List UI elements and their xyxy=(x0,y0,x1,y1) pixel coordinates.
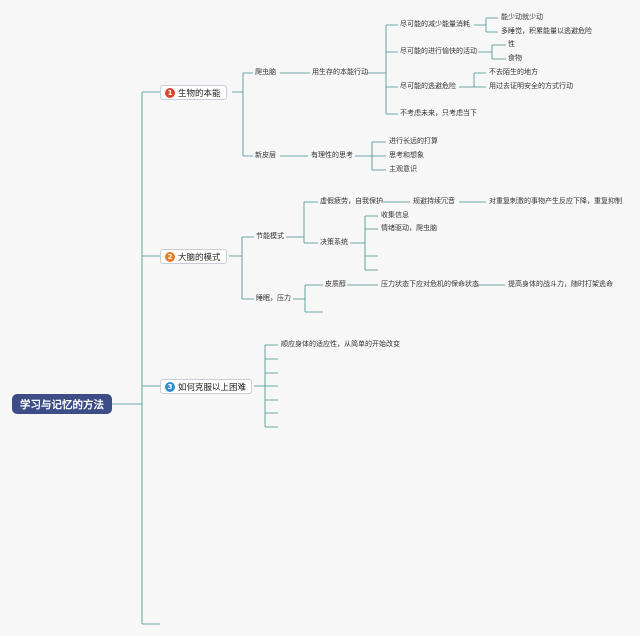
priority-2-icon: 2 xyxy=(165,251,175,262)
node-food[interactable]: 食物 xyxy=(508,54,522,62)
node-sleep-more[interactable]: 多睡觉，积累能量以逃避危险 xyxy=(501,27,592,35)
node-repetition-suppression[interactable]: 对重复刺激的事物产生反应下降，重复抑制 xyxy=(489,197,622,205)
node-cortisol[interactable]: 皮质醇 xyxy=(325,280,346,288)
branch-node-overcome[interactable]: 3 如何克服以上困难 xyxy=(160,379,253,394)
node-reduce-energy[interactable]: 尽可能的减少能量消耗 xyxy=(400,20,470,28)
node-false-fatigue[interactable]: 虚假疲劳，自我保护 xyxy=(320,197,383,205)
node-reptile-brain[interactable]: 爬虫脑 xyxy=(255,68,276,76)
node-energy-saving-mode[interactable]: 节能模式 xyxy=(256,232,284,240)
node-avoid-danger[interactable]: 尽可能的逃避危险 xyxy=(400,82,456,90)
root-node[interactable]: 学习与记忆的方法 xyxy=(12,394,112,414)
node-long-term-plan[interactable]: 进行长远的打算 xyxy=(389,137,438,145)
node-sleep-stress[interactable]: 睡眠，压力 xyxy=(256,294,291,302)
node-survival-instinct[interactable]: 用生存的本能行动 xyxy=(312,68,368,76)
node-pleasant-activity[interactable]: 尽可能的进行愉快的活动 xyxy=(400,47,477,55)
priority-3-icon: 3 xyxy=(165,381,175,392)
node-rational-thinking[interactable]: 有理性的思考 xyxy=(311,151,353,159)
branch-label: 大脑的模式 xyxy=(178,252,221,263)
node-present-only[interactable]: 不考虑未来，只考虑当下 xyxy=(400,109,477,117)
node-no-unfamiliar-place[interactable]: 不去陌生的地方 xyxy=(489,68,538,76)
node-sex[interactable]: 性 xyxy=(508,40,515,48)
branch-node-brain-mode[interactable]: 2 大脑的模式 xyxy=(160,249,227,264)
branch-label: 如何克服以上困难 xyxy=(178,382,247,393)
node-emotion-driven[interactable]: 情绪驱动，爬虫脑 xyxy=(381,224,437,232)
node-think-imagine[interactable]: 思考和想象 xyxy=(389,151,424,159)
node-crisis-state[interactable]: 压力状态下应对危机的保命状态 xyxy=(381,280,479,288)
node-avoid-redundant[interactable]: 规避持续冗音 xyxy=(413,197,455,205)
node-adapt-gradually[interactable]: 顺应身体的适应性，从简单的开始改变 xyxy=(281,340,400,348)
node-awareness[interactable]: 主观意识 xyxy=(389,165,417,173)
branch-node-instinct[interactable]: 1 生物的本能 xyxy=(160,85,227,100)
node-fight-or-flight[interactable]: 提高身体的战斗力，随时打架逃命 xyxy=(508,280,613,288)
node-move-less[interactable]: 能少动就少动 xyxy=(501,13,543,21)
node-collect-info[interactable]: 收集信息 xyxy=(381,211,409,219)
branch-label: 生物的本能 xyxy=(178,88,221,99)
node-decision-system[interactable]: 决策系统 xyxy=(320,238,348,246)
priority-1-icon: 1 xyxy=(165,87,175,98)
node-neocortex[interactable]: 新皮层 xyxy=(255,151,276,159)
node-proven-safe-way[interactable]: 用过去证明安全的方式行动 xyxy=(489,82,573,90)
